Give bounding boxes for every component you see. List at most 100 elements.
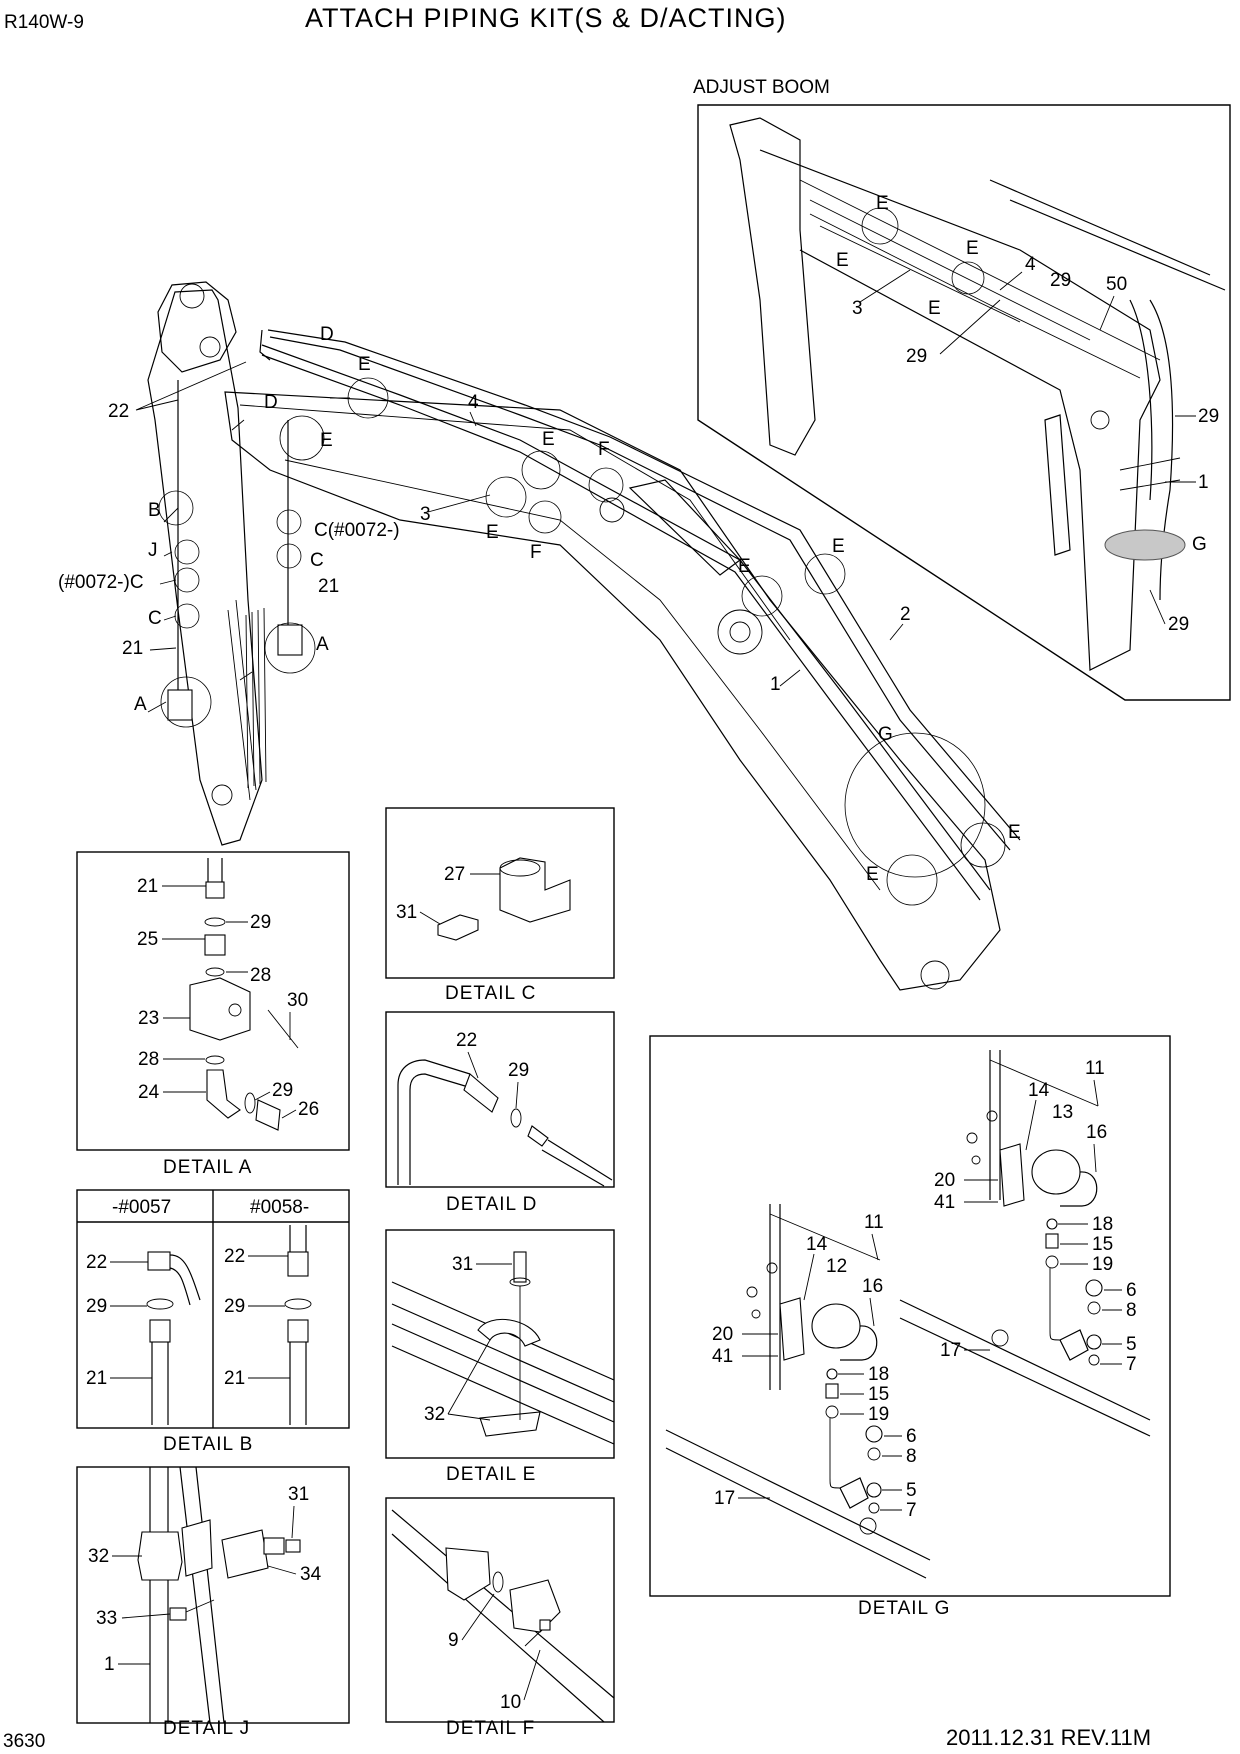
callout-label: 29 (250, 912, 271, 933)
callout-label: F (530, 542, 542, 563)
callout-label: 5 (1126, 1334, 1137, 1355)
callout-label: 7 (906, 1500, 917, 1521)
callout-label: C(#0072-) (314, 520, 400, 541)
callout-label: E (358, 354, 371, 375)
callout-label: 26 (298, 1099, 319, 1120)
callout-label: 41 (712, 1346, 733, 1367)
callout-label: 29 (1168, 614, 1189, 635)
callout-label: E (486, 522, 499, 543)
callout-label: 6 (1126, 1280, 1137, 1301)
callout-label: 11 (864, 1212, 884, 1233)
callout-label: 1 (1198, 472, 1209, 493)
callout-label: 27 (444, 864, 465, 885)
callout-label: 5 (906, 1480, 917, 1501)
callout-label: 21 (318, 576, 339, 597)
callout-label: 1 (770, 674, 781, 695)
callout-label: 33 (96, 1608, 117, 1629)
callout-label: 29 (272, 1080, 293, 1101)
callout-label: 8 (906, 1446, 917, 1467)
detail-f-caption: DETAIL F (446, 1718, 535, 1739)
callout-label: 29 (1198, 406, 1219, 427)
callout-label: 17 (714, 1488, 735, 1509)
callout-label: 22 (456, 1030, 477, 1051)
detail-d-caption: DETAIL D (446, 1194, 537, 1215)
callout-label: E (542, 429, 555, 450)
detail-a-panel: 21 29 25 28 23 30 28 24 29 26 DETAIL A (76, 851, 350, 1178)
callout-label: 14 (1028, 1080, 1050, 1101)
callout-label: 20 (934, 1170, 955, 1191)
callout-label: 29 (86, 1296, 107, 1317)
callout-label: 25 (137, 929, 158, 950)
callout-label: 29 (1050, 270, 1071, 291)
callout-label: 11 (1085, 1058, 1105, 1079)
callout-label: 22 (86, 1252, 107, 1273)
callout-label: 19 (868, 1404, 889, 1425)
callout-label: E (866, 864, 879, 885)
callout-label: J (148, 540, 158, 561)
detail-b-caption: DETAIL B (163, 1434, 253, 1455)
callout-label: 21 (122, 638, 143, 659)
callout-label: 28 (250, 965, 271, 986)
revision-stamp: 2011.12.31 REV.11M (946, 1725, 1151, 1750)
callout-label: 19 (1092, 1254, 1113, 1275)
callout-label: 17 (940, 1340, 961, 1361)
callout-label: E (966, 238, 979, 259)
callout-label: 12 (826, 1256, 847, 1277)
detail-g-panel: 11 14 13 16 20 41 18 15 19 6 8 17 5 7 11… (649, 1035, 1171, 1619)
main-view-callout-circles (158, 377, 1006, 906)
callout-label: E (928, 298, 941, 319)
callout-label: E (832, 536, 845, 557)
callout-label: 18 (868, 1364, 889, 1385)
callout-label: 22 (108, 401, 129, 422)
callout-label: 28 (138, 1049, 159, 1070)
callout-label: 30 (287, 990, 308, 1011)
detail-c-panel: 27 31 DETAIL C (385, 807, 615, 1004)
inset-adjust-boom: ADJUST BOOM E E E 4 29 50 3 E 29 29 1 G … (693, 77, 1231, 701)
callout-label: 34 (300, 1564, 322, 1585)
callout-label: 31 (288, 1484, 309, 1505)
callout-label: C (310, 550, 324, 571)
callout-label: (#0072-)C (58, 572, 144, 593)
callout-label: 21 (86, 1368, 107, 1389)
callout-label: E (320, 430, 333, 451)
detail-b-panel: -#0057 #0058- 22 29 21 22 29 21 DETAIL B (76, 1189, 350, 1455)
model-code: R140W-9 (4, 12, 84, 33)
callout-label: G (1192, 534, 1207, 555)
callout-label: 15 (868, 1384, 889, 1405)
callout-label: 4 (1025, 254, 1036, 275)
callout-label: 9 (448, 1630, 459, 1651)
callout-label: 8 (1126, 1300, 1137, 1321)
callout-label: 32 (88, 1546, 109, 1567)
detail-d-panel: 22 29 DETAIL D (385, 1011, 615, 1215)
callout-label: E (1008, 822, 1021, 843)
callout-label: 6 (906, 1426, 917, 1447)
callout-label: 24 (138, 1082, 160, 1103)
callout-label: 14 (806, 1234, 828, 1255)
callout-label: 23 (138, 1008, 159, 1029)
callout-label: 29 (508, 1060, 529, 1081)
detail-c-caption: DETAIL C (445, 983, 536, 1004)
callout-label: 7 (1126, 1354, 1137, 1375)
callout-label: 2 (900, 604, 911, 625)
main-boom-view (147, 281, 1021, 991)
callout-label: 32 (424, 1404, 445, 1425)
detail-f-panel: 9 10 DETAIL F (385, 1497, 615, 1739)
callout-label: 21 (224, 1368, 245, 1389)
callout-label: E (876, 193, 889, 214)
callout-label: 29 (224, 1296, 245, 1317)
callout-label: 41 (934, 1192, 955, 1213)
callout-label: 29 (906, 346, 927, 367)
callout-label: 16 (1086, 1122, 1107, 1143)
detail-j-panel: 31 32 34 33 1 DETAIL J (76, 1466, 350, 1739)
callout-label: 31 (452, 1254, 473, 1275)
callout-label: A (134, 694, 147, 715)
callout-label: 3 (852, 298, 863, 319)
detail-j-caption: DETAIL J (163, 1718, 250, 1739)
detail-g-caption: DETAIL G (858, 1598, 950, 1619)
callout-label: 50 (1106, 274, 1127, 295)
inset-title: ADJUST BOOM (693, 77, 830, 98)
page-number: 3630 (3, 1731, 45, 1752)
callout-label: 15 (1092, 1234, 1113, 1255)
callout-label: 13 (1052, 1102, 1073, 1123)
